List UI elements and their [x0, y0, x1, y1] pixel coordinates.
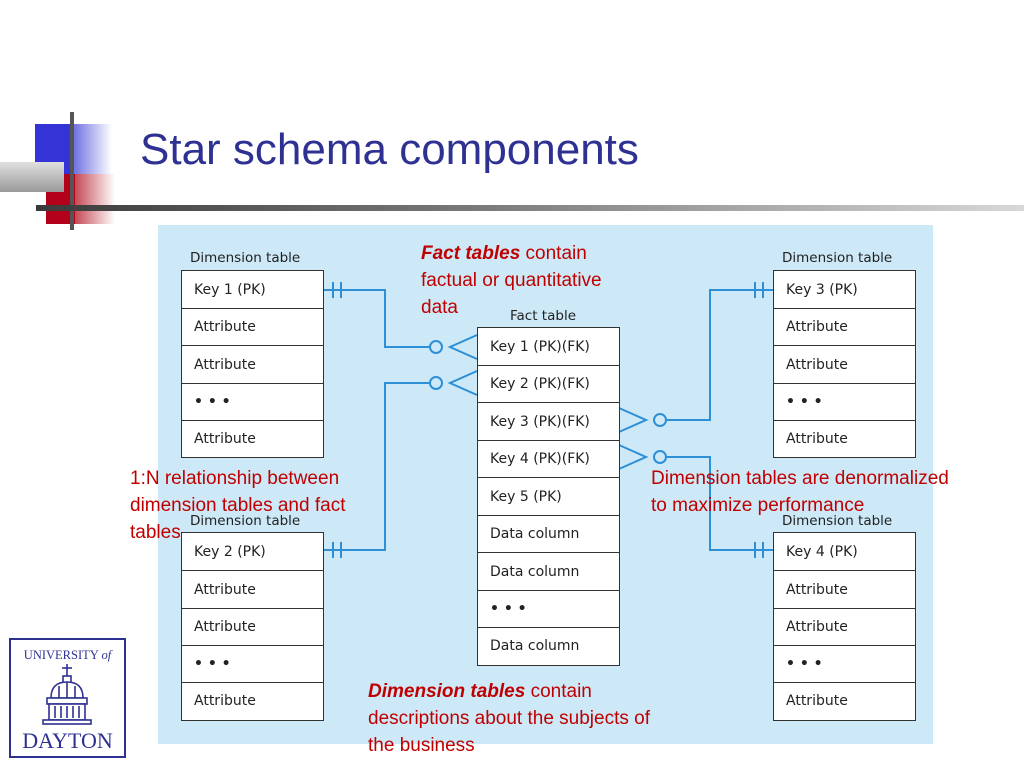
dimension-table-2-label: Dimension table — [782, 250, 893, 266]
table-row: Key 4 (PK)(FK) — [478, 441, 619, 478]
table-row: Attribute — [786, 693, 848, 709]
table-row: Attribute — [182, 309, 323, 346]
table-row: Data column — [490, 638, 580, 654]
dimension-tables-line3: the business — [368, 735, 475, 756]
table-row: Attribute — [182, 609, 323, 646]
fact-tables-line2: factual or quantitative — [421, 270, 602, 291]
table-row: Key 2 (PK)(FK) — [478, 366, 619, 403]
table-row: Key 3 (PK) — [774, 271, 915, 309]
fact-tables-emphasis: Fact tables — [421, 243, 521, 264]
table-row: • • • — [774, 646, 915, 683]
table-row: Attribute — [774, 309, 915, 346]
table-row: Key 1 (PK) — [182, 271, 323, 309]
fact-tables-line3: data — [421, 297, 458, 318]
dimension-table-4-label: Dimension table — [782, 513, 893, 529]
table-row: • • • — [182, 384, 323, 421]
table-row: • • • — [478, 591, 619, 628]
university-logo: UNIVERSITY of DAYTON — [9, 638, 126, 758]
logo-top-of: of — [101, 648, 112, 662]
table-row: Attribute — [194, 693, 256, 709]
table-row: Key 5 (PK) — [478, 478, 619, 516]
table-row: Attribute — [774, 609, 915, 646]
table-row: Attribute — [182, 346, 323, 384]
relationship-callout: 1:N relationship between dimension table… — [130, 465, 345, 546]
table-row: Key 3 (PK)(FK) — [478, 403, 619, 441]
dimension-tables-line2: descriptions about the subjects of — [368, 708, 651, 729]
table-row: Attribute — [194, 430, 256, 447]
table-row: Data column — [478, 516, 619, 553]
dimension-table-2: Key 3 (PK) Attribute Attribute • • • Att… — [773, 270, 916, 458]
dome-icon — [42, 664, 92, 725]
fact-tables-callout: Fact tables contain factual or quantitat… — [421, 240, 602, 321]
dimension-table-3: Key 2 (PK) Attribute Attribute • • • Att… — [181, 532, 324, 721]
dimension-table-1: Key 1 (PK) Attribute Attribute • • • Att… — [181, 270, 324, 458]
fact-tables-text: contain — [520, 243, 587, 264]
dimension-tables-emphasis: Dimension tables — [368, 681, 526, 702]
relationship-line2: dimension tables and fact — [130, 495, 346, 516]
dimension-tables-text: contain — [525, 681, 592, 702]
denormalized-line2: to maximize performance — [651, 495, 865, 516]
decor-blue-fade — [72, 124, 112, 174]
decor-red-fade — [75, 174, 115, 224]
fact-table: Key 1 (PK)(FK) Key 2 (PK)(FK) Key 3 (PK)… — [477, 327, 620, 666]
dimension-table-3-label: Dimension table — [190, 513, 301, 529]
denormalized-callout: Dimension tables are denormalized to max… — [651, 465, 949, 519]
table-row: Attribute — [786, 430, 848, 447]
table-row: • • • — [774, 384, 915, 421]
fact-table-label: Fact table — [510, 308, 576, 324]
decor-gray-bar — [0, 162, 64, 192]
table-row: Attribute — [182, 571, 323, 609]
table-row: Key 2 (PK) — [182, 533, 323, 571]
table-row: • • • — [182, 646, 323, 683]
logo-top-text: UNIVERSITY — [23, 648, 99, 662]
table-row: Key 1 (PK)(FK) — [478, 328, 619, 366]
logo-bottom-text: DAYTON — [22, 728, 113, 753]
dimension-tables-callout: Dimension tables contain descriptions ab… — [368, 678, 650, 759]
slide-title: Star schema components — [140, 125, 639, 174]
relationship-line3: tables — [130, 522, 181, 543]
dimension-table-4: Key 4 (PK) Attribute Attribute • • • Att… — [773, 532, 916, 721]
table-row: Attribute — [774, 571, 915, 609]
table-row: Key 4 (PK) — [774, 533, 915, 571]
relationship-line1: 1:N relationship between — [130, 468, 340, 489]
dimension-table-1-label: Dimension table — [190, 250, 301, 266]
decor-vertical-rule — [70, 112, 74, 230]
table-row: Data column — [478, 553, 619, 591]
table-row: Attribute — [774, 346, 915, 384]
title-underline — [36, 205, 1024, 211]
denormalized-line1: Dimension tables are denormalized — [651, 468, 949, 489]
